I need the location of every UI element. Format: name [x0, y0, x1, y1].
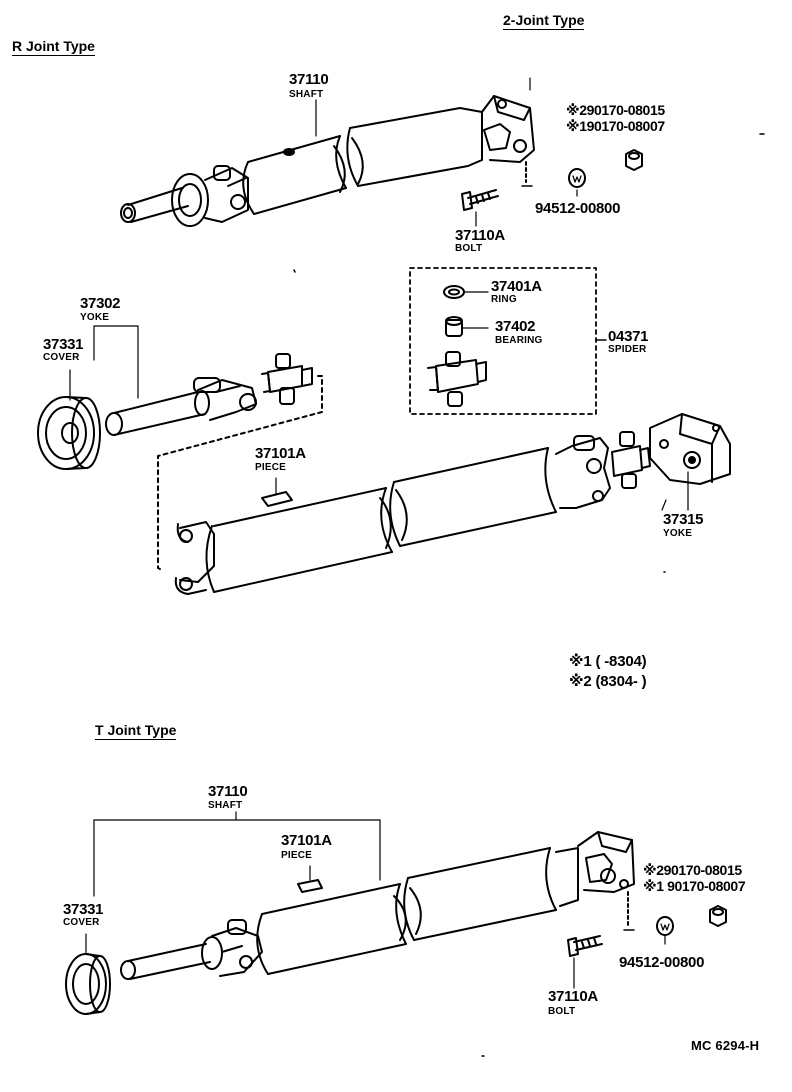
front-yoke-part-name: YOKE: [80, 312, 110, 323]
r-shaft-part-number: 37110: [289, 71, 329, 88]
r-cover-part-number: 37331: [43, 336, 84, 353]
r-cover-part-name: COVER: [43, 352, 80, 363]
note-1-date-range: ※1 ( -8304): [569, 653, 647, 670]
front-yoke-cover-assembly: [37, 353, 323, 571]
bearing-part-name: BEARING: [495, 335, 543, 346]
ring-part-name: RING: [491, 294, 517, 305]
t-joint-shaft-assembly: [65, 811, 727, 1015]
spider-kit: [409, 267, 607, 415]
t-ref-number-a: ※290170-08015: [643, 862, 742, 878]
note-2-date-range: ※2 (8304- ): [569, 673, 647, 690]
r-shaft-part-name: SHAFT: [289, 89, 324, 100]
t-shaft-part-name: SHAFT: [208, 800, 243, 811]
spider-part-name: SPIDER: [608, 344, 647, 355]
section-title-2-joint-type: 2-Joint Type: [503, 12, 585, 30]
section-title-t-joint-type: T Joint Type: [95, 722, 177, 740]
bearing-part-number: 37402: [495, 318, 536, 335]
r-ref-number-b: ※190170-08007: [566, 118, 665, 134]
rear-yoke-part-name: YOKE: [663, 528, 693, 539]
t-cover-part-number: 37331: [63, 901, 104, 918]
front-yoke-part-number: 37302: [80, 295, 121, 312]
t-bolt-part-number: 37110A: [548, 988, 598, 1005]
spider-part-number: 04371: [608, 328, 649, 345]
rear-shaft-assembly: [174, 413, 731, 595]
t-bolt-part-name: BOLT: [548, 1006, 576, 1017]
rear-yoke-part-number: 37315: [663, 511, 704, 528]
r-bolt-part-number: 37110A: [455, 227, 505, 244]
figure-code: MC 6294-H: [691, 1038, 760, 1053]
r-bolt-part-name: BOLT: [455, 243, 483, 254]
leader-lines-r-joint: [69, 77, 667, 511]
section-title-r-joint-type: R Joint Type: [12, 38, 95, 56]
t-washer-part-number: 94512-00800: [619, 954, 705, 971]
scan-specks: [293, 133, 765, 1057]
r-washer-part-number: 94512-00800: [535, 200, 621, 217]
t-cover-part-name: COVER: [63, 917, 100, 928]
r-ref-number-a: ※290170-08015: [566, 102, 665, 118]
r-piece-part-name: PIECE: [255, 462, 287, 473]
r-joint-shaft-assembly: [120, 95, 643, 227]
ring-part-number: 37401A: [491, 278, 542, 295]
t-piece-part-name: PIECE: [281, 850, 313, 861]
t-shaft-part-number: 37110: [208, 783, 248, 800]
r-piece-part-number: 37101A: [255, 445, 306, 462]
t-piece-part-number: 37101A: [281, 832, 332, 849]
t-ref-number-b: ※1 90170-08007: [643, 878, 746, 894]
